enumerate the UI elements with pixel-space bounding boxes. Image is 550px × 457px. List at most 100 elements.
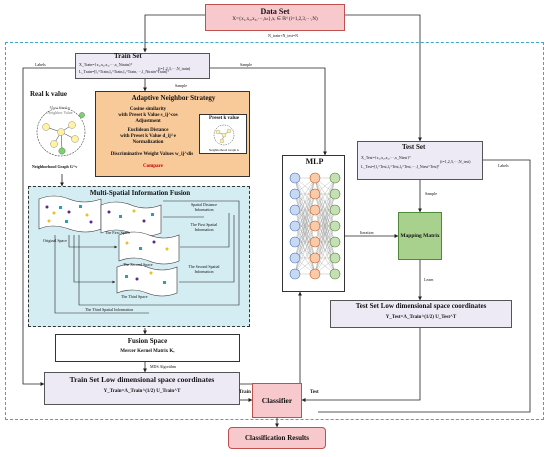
first-space-points — [107, 209, 154, 223]
mlp-node — [309, 236, 321, 248]
first-space-label: The First Space — [105, 230, 131, 235]
neighborhood-graph-preset — [213, 124, 235, 146]
sum-note: N_train+N_test=N — [268, 33, 299, 38]
neighborhood-graph-real — [36, 107, 86, 157]
legend-line-2: Neighbor Value — [47, 109, 73, 115]
mlp-box: MLP — [282, 155, 345, 292]
labels-arrow-left: Labels — [35, 62, 46, 67]
second-space-label: The Second Space — [123, 262, 153, 267]
second-space-points — [125, 240, 169, 251]
mlp-node — [329, 236, 341, 248]
euclidean-block: Euclidean Distance with Preset k Value d… — [98, 128, 198, 146]
first-spatial-line-1: The First Spatial — [190, 222, 218, 227]
test-arrow-label: Test — [310, 390, 319, 395]
classifier-box: Classifier — [252, 383, 302, 418]
real-k-panel: Real k value Most Similar Neighbor Value… — [30, 90, 92, 175]
train-range: (i=1,2,3,···,N_train) — [158, 66, 191, 71]
train-low-box: Train Set Low dimensional space coordina… — [44, 372, 240, 405]
iteration-arrow-label: Iteration — [360, 230, 374, 235]
pipeline-region — [5, 42, 544, 420]
original-points — [45, 205, 93, 224]
space-sheets — [38, 195, 240, 314]
discriminative-weight-label: Discriminative Weight Values w_ij^dis — [110, 152, 194, 157]
results-box: Classification Results — [228, 427, 326, 449]
kernel-label: Mercer Kernel Matrix Kᵥ — [120, 348, 175, 354]
compare-label: Compare — [143, 164, 163, 169]
adaptive-strategy-box: Adaptive Neighbor Strategy Cosine simila… — [95, 91, 250, 177]
data-set-box: Data Set X={x₁,x₂,x₃,···,xₙ},xᵢ ∈ ℝᵈ (i=… — [205, 4, 345, 31]
mlp-node — [329, 188, 341, 200]
mds-arrow-label: MDS Algorithm — [150, 364, 177, 369]
mlp-edge — [314, 209, 336, 275]
mlp-node — [329, 268, 341, 280]
mlp-node — [289, 236, 301, 248]
mlp-title: MLP — [305, 157, 324, 166]
second-spatial-line-1: The Second Spatial — [188, 264, 220, 269]
sample-arrow-top: Sample — [240, 62, 252, 67]
mlp-edge — [294, 209, 316, 275]
msif-box: Multi-Spatial Information Fusion — [28, 186, 250, 327]
mlp-node — [289, 220, 301, 232]
original-space-label: Original Space — [43, 238, 67, 243]
train-set-title: Train Set — [114, 52, 142, 60]
mlp-edge — [294, 177, 316, 211]
learn-arrow-label: Learn — [424, 277, 434, 282]
mlp-edge — [294, 177, 316, 227]
second-spatial-info: The Second Spatial Information — [179, 264, 229, 274]
cosine-line-1: Cosine similarity — [129, 107, 167, 112]
mlp-node — [329, 220, 341, 232]
test-low-formula: Y_Test=Λ_Train^(1/2) U_Test^T — [385, 314, 457, 320]
mapping-matrix-box: Mapping Matrix — [398, 212, 442, 260]
cosine-line-2: with Preset k Value s_ij^cos — [118, 113, 178, 118]
test-formula-2: L_Test=[l₁^Test,l₂^Test,l₃^Test,···,l_Nt… — [361, 164, 440, 169]
mlp-edge — [294, 225, 316, 275]
results-label: Classification Results — [245, 434, 309, 442]
neighborhood-graph-label: Neighborhood Graph G^v — [32, 164, 78, 169]
test-low-title: Test Set Low dimensional space coordinat… — [355, 302, 487, 310]
mlp-node — [309, 220, 321, 232]
labels-arrow-right: Labels — [498, 163, 509, 168]
mlp-node — [329, 252, 341, 264]
mlp-node — [309, 268, 321, 280]
mlp-node — [309, 252, 321, 264]
mlp-node — [309, 204, 321, 216]
mlp-edge — [294, 241, 316, 275]
mlp-network — [289, 172, 341, 280]
second-spatial-line-2: Information — [194, 268, 214, 274]
test-range: (i=1,2,3,···,N_test) — [440, 159, 471, 164]
preset-graph-label: Neighborhood Graph G — [208, 148, 240, 152]
third-space-label: The Third Space — [121, 294, 148, 299]
cosine-line-3: Adjustment — [135, 119, 161, 124]
third-spatial-info: The Third Spatial Information — [85, 307, 134, 312]
mlp-edge — [314, 177, 336, 211]
mlp-edge — [314, 241, 336, 275]
data-set-formula: X={x₁,x₂,x₃,···,xₙ},xᵢ ∈ ℝᵈ (i=1,2,3,···… — [232, 17, 318, 22]
mlp-node — [309, 188, 321, 200]
train-low-title: Train Set Low dimensional space coordina… — [69, 375, 215, 384]
test-set-box: Test Set X_Test={x₁,x₂,x₃,···,x_Ntest}ᵀ … — [357, 141, 483, 180]
euclidean-line-2: with Preset k Value d_ij^e — [120, 134, 176, 139]
train-arrow-label: Train — [239, 390, 251, 395]
train-formula-1: X_Train={x₁,x₂,x₃,···,x_Ntrain}ᵀ — [79, 62, 133, 67]
sample-arrow-small: Sample — [175, 83, 187, 88]
cosine-block: Cosine similarity with Preset k Value s_… — [98, 107, 198, 125]
train-set-box: Train Set X_Train={x₁,x₂,x₃,···,x_Ntrain… — [75, 52, 210, 79]
classifier-label: Classifier — [261, 396, 293, 405]
preset-k-title: Preset k value — [209, 116, 239, 121]
train-formula-2: L_Train=[l₁^Train,l₂^Train,l₃^Train,···,… — [79, 69, 169, 74]
spatial-distance-line-1: Spatial Distance — [190, 202, 218, 207]
adaptive-title: Adaptive Neighbor Strategy — [131, 94, 216, 102]
mlp-node — [289, 268, 301, 280]
mlp-node — [309, 172, 321, 184]
test-set-title: Test Set — [402, 143, 426, 151]
mlp-node — [289, 188, 301, 200]
mlp-edge — [294, 177, 316, 243]
fusion-title: Fusion Space — [127, 337, 168, 345]
mlp-node — [289, 172, 301, 184]
spatial-distance-info: Spatial Distance Information — [179, 202, 229, 212]
spatial-distance-line-2: Information — [194, 206, 214, 212]
data-set-title: Data Set — [260, 7, 290, 16]
preset-k-box: Preset k value Neighborhood Graph G — [199, 114, 247, 154]
euclidean-line-3: Normalization — [132, 140, 164, 145]
train-low-formula: Y_Train=Λ_Train^(1/2) U_Train^T — [103, 388, 181, 394]
